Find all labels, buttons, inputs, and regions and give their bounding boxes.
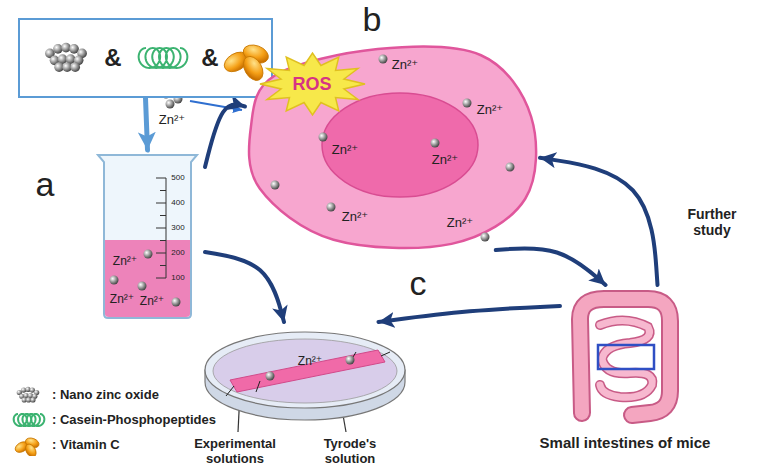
cell: ROS Zn²⁺ Zn²⁺ Zn²⁺ Zn²⁺ Zn²⁺ Zn²⁺: [245, 45, 540, 250]
node-text: ROS: [292, 74, 331, 95]
node-text: 200: [171, 248, 184, 257]
flow-arrow: [379, 306, 561, 322]
legend-text: : Vitamin C: [52, 437, 120, 452]
panel-letter: c: [410, 264, 427, 303]
node-text: 400: [171, 198, 184, 207]
node-text: &: [104, 44, 121, 72]
node-text: Zn²⁺: [447, 216, 473, 231]
small-intestine: Small intestines of mice: [560, 285, 690, 425]
flow-arrow: [205, 104, 245, 167]
ingredient-box-outline: [18, 18, 273, 98]
node-text: 300: [171, 223, 184, 232]
ion-label: Zn²⁺: [159, 113, 185, 128]
legend-icon: [8, 434, 48, 456]
node-text: 500: [171, 173, 184, 182]
legend-icon: [8, 409, 48, 431]
petri-dish: Zn²⁺: [200, 322, 410, 422]
node-text: Zn²⁺: [432, 153, 458, 168]
solution-label: Tyrode's solution: [310, 437, 390, 467]
node-text: Zn²⁺: [113, 255, 137, 269]
legend-item: : Casein-Phosphopeptides: [8, 407, 216, 432]
legend-text: : Nano zinc oxide: [52, 387, 159, 402]
legend-item: : Nano zinc oxide: [8, 382, 216, 407]
petri-dish-outline: [200, 322, 410, 422]
node-text: Zn²⁺: [110, 293, 134, 307]
flow-arrow: [496, 248, 606, 285]
panel-letter: a: [36, 165, 55, 204]
legend-icon: [8, 384, 48, 406]
node-text: Zn²⁺: [342, 210, 368, 225]
flow-arrow: [540, 158, 658, 285]
ingredient-box: &&: [18, 18, 273, 98]
flow-arrow: [205, 252, 284, 322]
ros-burst: ROS: [260, 53, 365, 115]
solution-label: Experimental solutions: [190, 437, 280, 467]
node-text: Zn²⁺: [392, 58, 418, 73]
legend-item: : Vitamin C: [8, 432, 216, 457]
node-text: Zn²⁺: [477, 103, 503, 118]
panel-letter: b: [363, 0, 382, 39]
legend-text: : Casein-Phosphopeptides: [52, 412, 216, 427]
small-intestine-outline: [560, 285, 690, 425]
beaker: 500400300200100Zn²⁺Zn²⁺Zn²⁺: [90, 150, 205, 320]
legend: : Nano zinc oxide : Casein-Phosphopeptide…: [8, 382, 216, 457]
node-text: &: [201, 44, 218, 72]
flow-arrow: [146, 98, 148, 150]
node-text: Zn²⁺: [332, 143, 358, 158]
edge-label: Further study: [676, 206, 748, 238]
node-text: Zn²⁺: [140, 295, 164, 309]
node-text: Small intestines of mice: [540, 434, 711, 451]
node-text: 100: [171, 273, 184, 282]
node-text: Zn²⁺: [298, 355, 322, 369]
